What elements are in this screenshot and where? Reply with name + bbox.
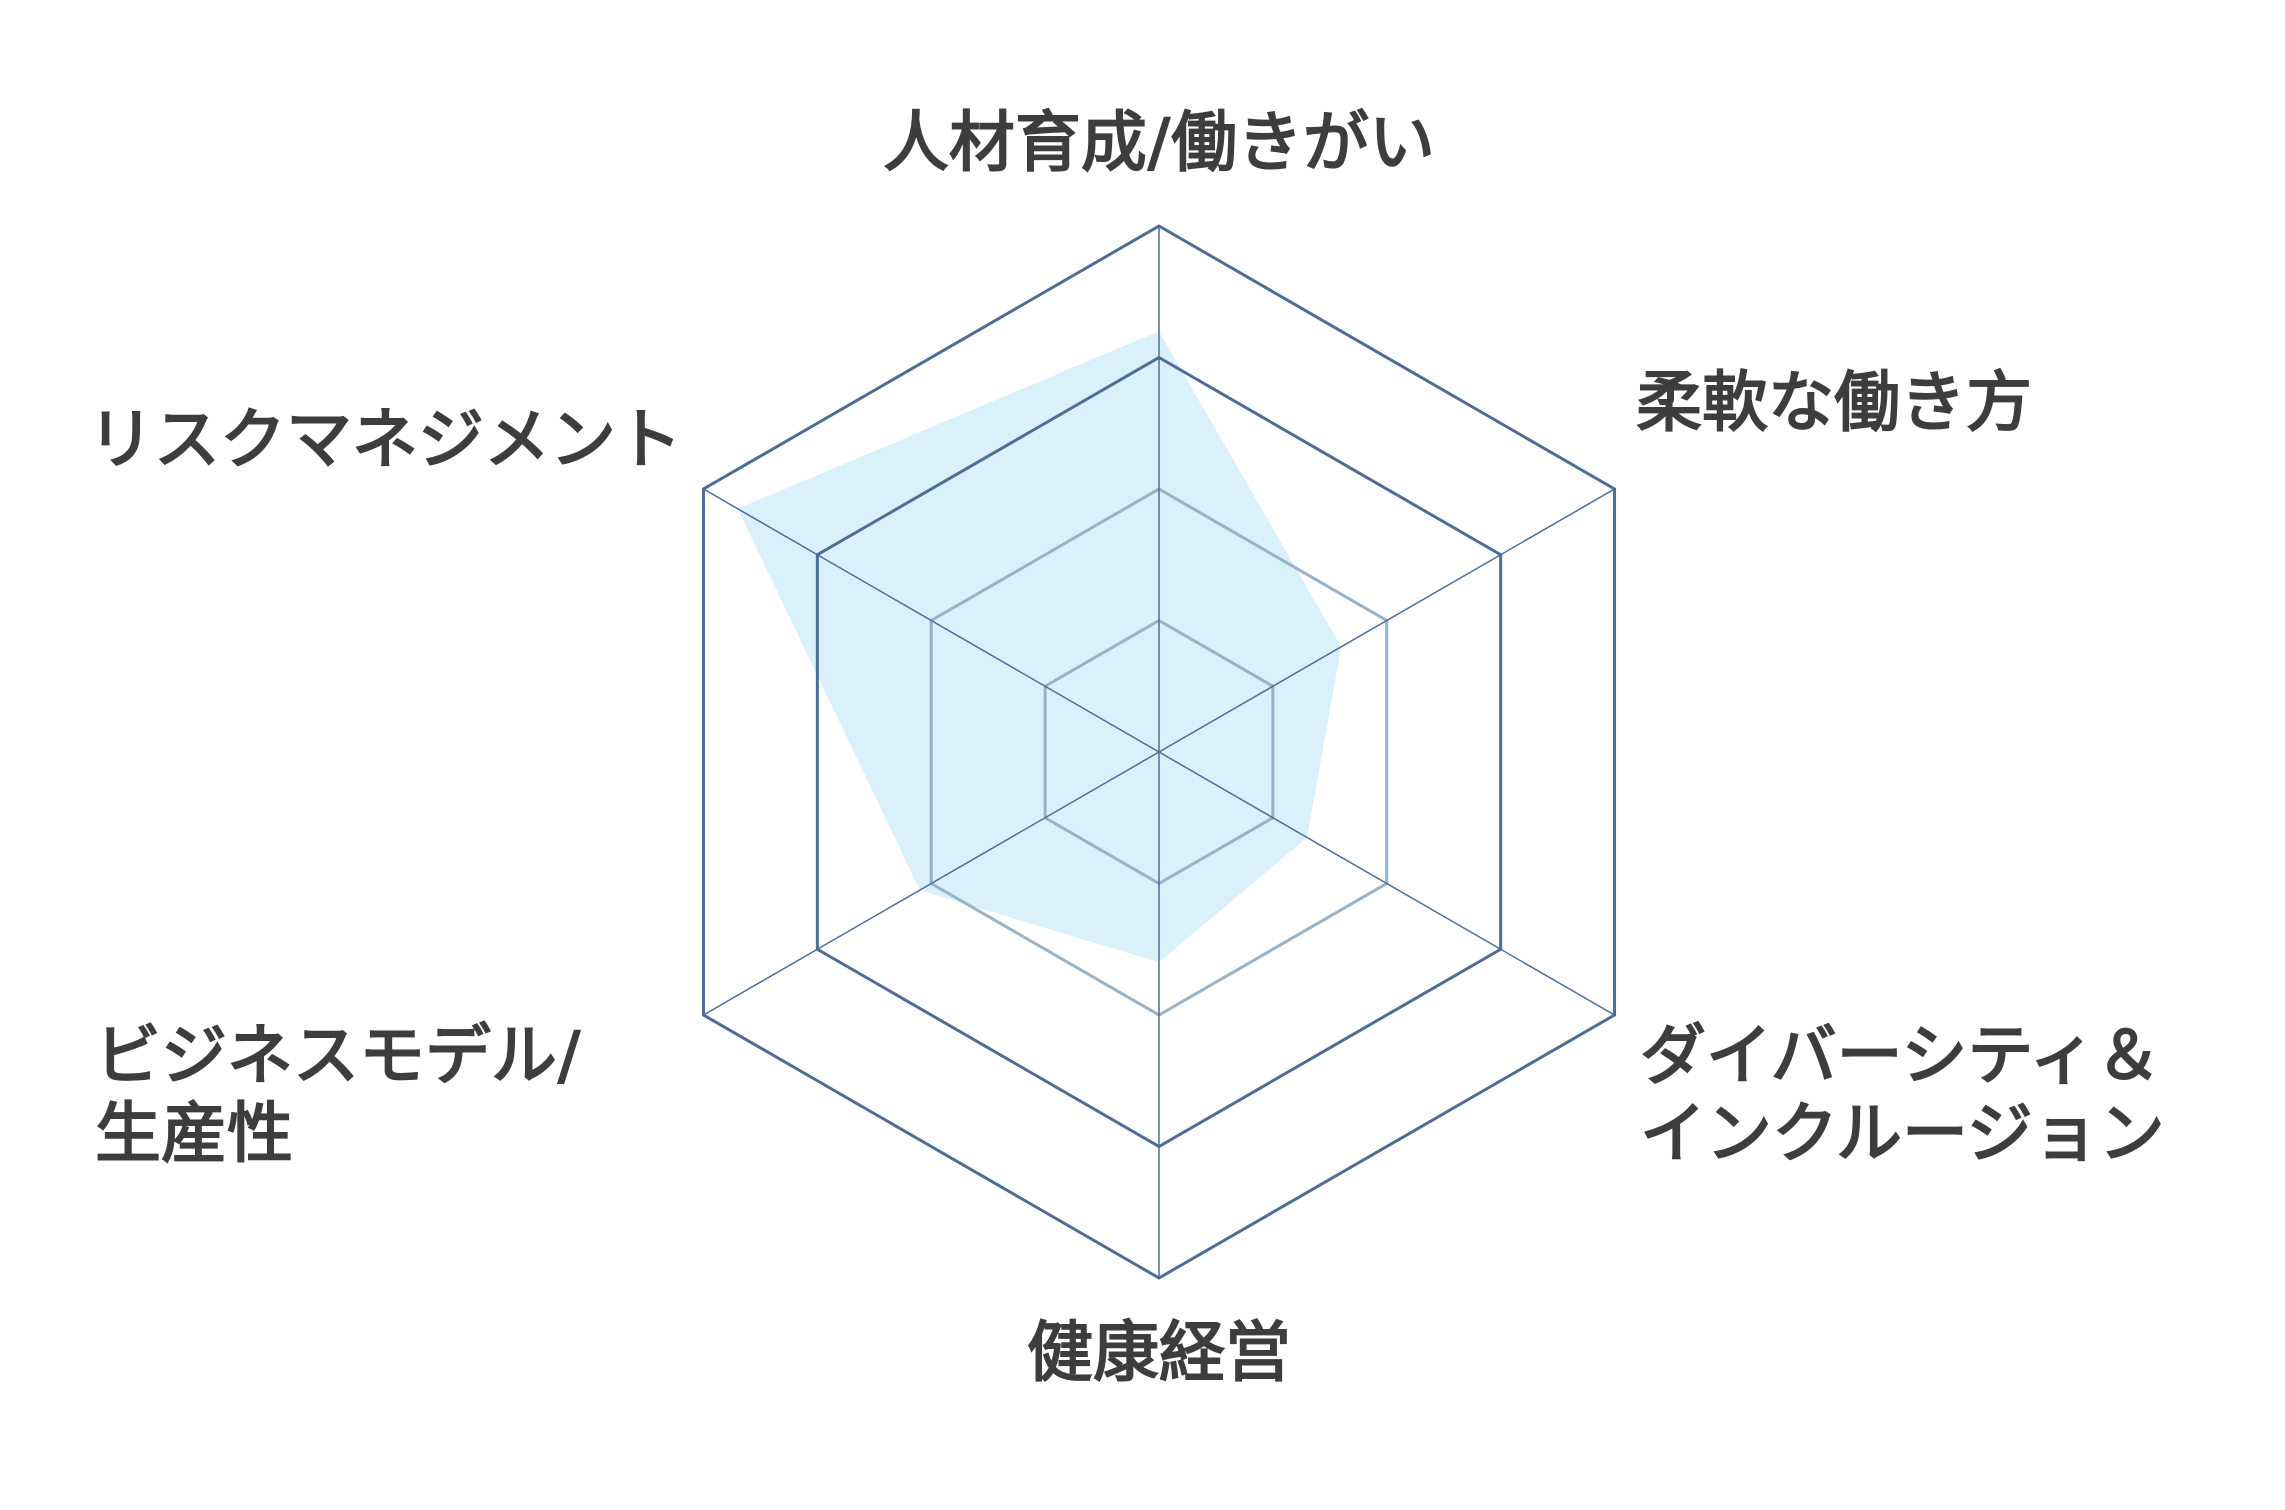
axis-label-4-line-1: 健康経営: [1027, 1314, 1291, 1391]
series-area: [737, 331, 1342, 963]
axis-label-2-line-1: 柔軟な働き方: [1636, 364, 2032, 441]
axis-label-5-line-2: 生産性: [95, 1095, 293, 1172]
axis-spoke-6: [703, 488, 1160, 753]
axis-label-6-line-1: リスクマネジメント: [88, 401, 682, 478]
axis-label-3-line-2: インクルージョン: [1640, 1095, 2165, 1172]
axis-label-1-line-1: 人材育成/働きがい: [883, 104, 1435, 181]
axis-label-1: 人材育成/働きがい: [883, 104, 1435, 181]
axis-spoke-2: [1158, 488, 1615, 753]
grid-layer: [701, 224, 1617, 1280]
axis-label-6: リスクマネジメント: [88, 401, 682, 478]
series-layer: [737, 331, 1342, 963]
axis-label-5: ビジネスモデル/生産性: [95, 1017, 582, 1172]
axis-spoke-3: [1158, 751, 1615, 1016]
axis-label-2: 柔軟な働き方: [1636, 364, 2032, 441]
axis-label-3: ダイバーシティ＆インクルージョン: [1640, 1017, 2165, 1172]
axis-label-4: 健康経営: [1027, 1314, 1291, 1391]
axis-spoke-5: [703, 751, 1160, 1016]
axis-label-5-line-1: ビジネスモデル/: [95, 1017, 582, 1094]
axis-label-3-line-1: ダイバーシティ＆: [1640, 1017, 2161, 1094]
